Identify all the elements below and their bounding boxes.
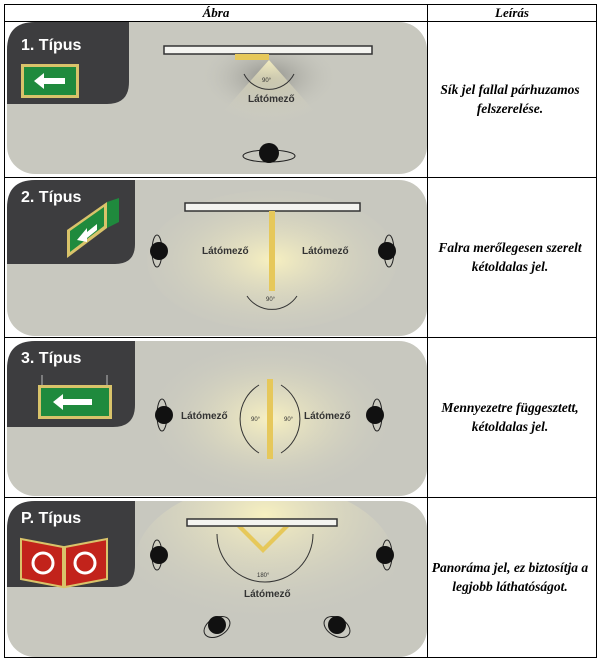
svg-text:90°: 90° (284, 417, 294, 423)
diagram-type-3: 3. Típus 90° 90° Látómező Látómező (7, 341, 427, 496)
person-icon (376, 539, 394, 571)
column-divider (427, 5, 428, 657)
svg-text:90°: 90° (262, 78, 272, 84)
type-label-3: 3. Típus (21, 350, 82, 367)
view-label-1: Látómező (248, 94, 295, 105)
person-icon (323, 616, 351, 638)
view-label-2b: Látómező (302, 246, 349, 257)
fire-sign-icon (20, 537, 108, 589)
person-icon (242, 143, 296, 163)
description-4: Panoráma jel, ez biztosítja a legjobb lá… (431, 560, 589, 594)
view-label-4: Látómező (244, 589, 291, 600)
person-icon (150, 234, 168, 268)
svg-text:90°: 90° (251, 417, 261, 423)
person-icon (155, 398, 173, 432)
diagram-type-1: 1. Típus 90° Látómező (7, 22, 427, 174)
row-divider (5, 177, 596, 178)
view-label-2a: Látómező (202, 246, 249, 257)
diagram-type-2: 2. Típus 90° Látómező Látómező (7, 180, 427, 336)
header-image: Ábra (202, 5, 230, 20)
header-divider (5, 21, 596, 22)
comparison-table: Ábra Leírás (4, 4, 597, 658)
view-label-3a: Látómező (181, 411, 228, 422)
person-icon (378, 234, 396, 268)
svg-text:180°: 180° (257, 573, 270, 579)
person-icon (150, 539, 168, 571)
row-divider (5, 337, 596, 338)
type-label-2: 2. Típus (21, 189, 82, 206)
exit-sign-icon (38, 375, 112, 419)
exit-sign-icon (67, 198, 119, 258)
diagram-type-p: P. Típus 180° Látómező (7, 501, 427, 657)
exit-sign-icon (21, 64, 79, 98)
row-divider (5, 497, 596, 498)
type-label-4: P. Típus (21, 510, 81, 527)
view-label-3b: Látómező (304, 411, 351, 422)
description-1: Sík jel fallal párhuzamos felszerelése. (440, 82, 580, 116)
description-2: Falra merőlegesen szerelt kétoldalas jel… (438, 240, 582, 274)
person-icon (366, 398, 384, 432)
header-description: Leírás (495, 5, 529, 20)
person-icon (203, 616, 231, 638)
description-3: Mennyezetre függesztett, kétoldalas jel. (441, 400, 579, 434)
svg-text:90°: 90° (266, 297, 276, 303)
type-label-1: 1. Típus (21, 37, 82, 54)
